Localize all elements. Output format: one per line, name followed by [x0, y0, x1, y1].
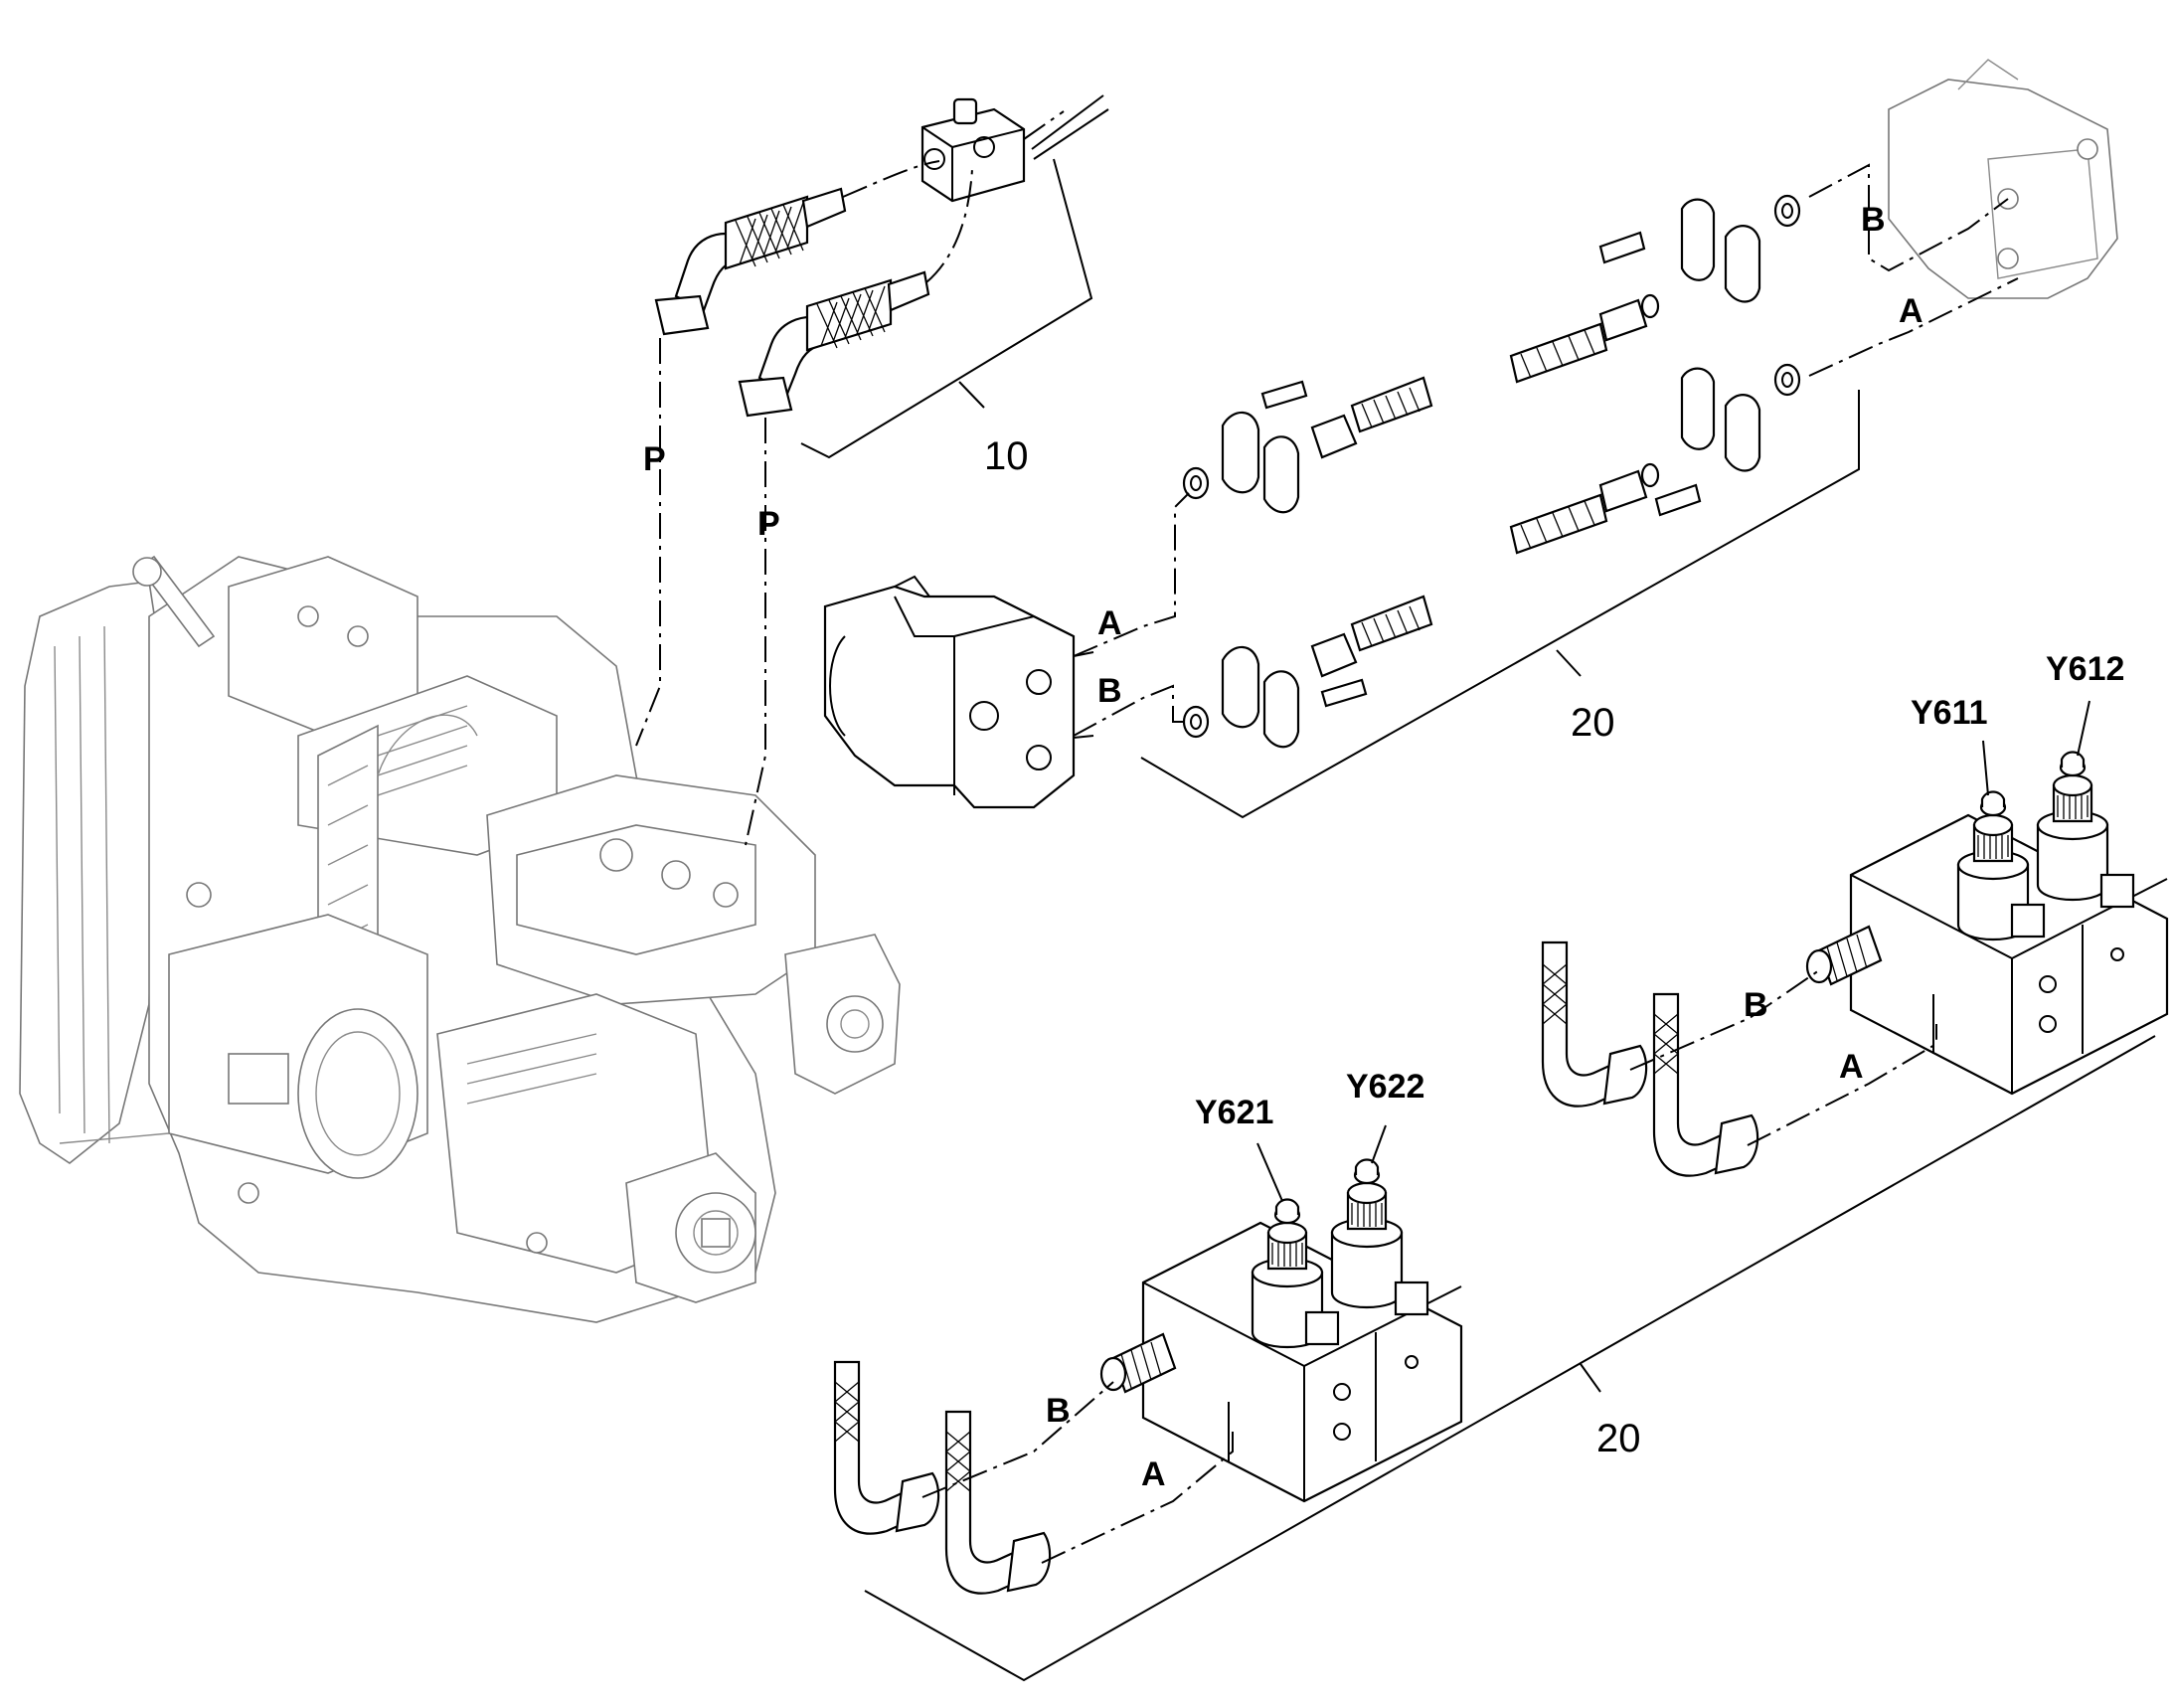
callout-20-lower: 20	[1596, 1417, 1641, 1460]
port-label-p-left: P	[643, 440, 666, 478]
port-label-a-valve1: A	[1839, 1048, 1864, 1086]
hose-kit-10	[635, 94, 1109, 846]
port-label-a-right-motor: A	[1899, 292, 1923, 330]
valve-kit-20-lower	[833, 700, 2169, 1682]
solenoid-label-y621: Y621	[1195, 1094, 1273, 1131]
port-label-b-valve1: B	[1744, 986, 1768, 1024]
callout-20-upper: 20	[1571, 701, 1615, 745]
callout-10: 10	[984, 434, 1029, 478]
solenoid-label-y611: Y611	[1911, 694, 1988, 732]
port-label-a-left-motor: A	[1097, 604, 1122, 642]
port-label-p-right: P	[757, 505, 780, 543]
port-label-b-right-motor: B	[1861, 201, 1886, 239]
solenoid-label-y612: Y612	[2046, 650, 2124, 688]
port-label-b-valve2: B	[1046, 1392, 1071, 1430]
pump-assembly	[19, 555, 901, 1323]
motor-line-kit-20-upper	[823, 59, 2118, 819]
port-label-a-valve2: A	[1141, 1455, 1166, 1493]
solenoid-label-y622: Y622	[1346, 1068, 1424, 1106]
port-label-b-left-motor: B	[1097, 672, 1122, 710]
